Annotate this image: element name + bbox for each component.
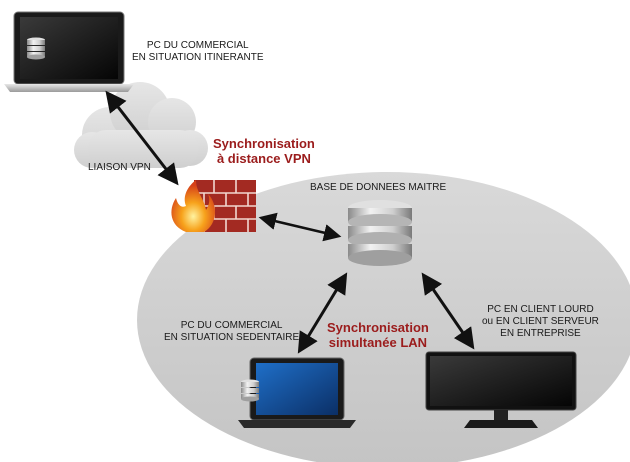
vpn-double-arrow [105, 90, 179, 186]
label-line: EN SITUATION SEDENTAIRE [164, 332, 300, 343]
label-sync-lan: Synchronisation simultanée LAN [327, 320, 429, 350]
laptop-icon [4, 11, 134, 92]
firewall-db-double-arrow [258, 212, 342, 242]
label-line: Synchronisation [327, 320, 429, 335]
label-line: ou EN CLIENT SERVEUR [482, 316, 599, 327]
label-pc-sedentary: PC DU COMMERCIAL EN SITUATION SEDENTAIRE [164, 320, 299, 344]
label-line: EN ENTREPRISE [500, 328, 581, 339]
label-line: Synchronisation [213, 136, 315, 151]
firewall-icon [171, 180, 256, 232]
db-monitor-double-arrow [421, 272, 475, 350]
label-pc-client: PC EN CLIENT LOURD ou EN CLIENT SERVEUR … [482, 304, 599, 340]
label-master-db: BASE DE DONNEES MAITRE [310, 182, 447, 193]
database-icon [348, 200, 412, 266]
label-sync-vpn: Synchronisation à distance VPN [213, 136, 315, 166]
label-line: PC DU COMMERCIAL [146, 40, 249, 51]
label-vpn-link: LIAISON VPN [88, 162, 151, 173]
db-laptop-double-arrow [297, 272, 348, 354]
laptop-sedentary-icon [238, 357, 356, 428]
label-pc-itinerant: PC DU COMMERCIAL EN SITUATION ITINERANTE [132, 40, 264, 64]
flame-icon [171, 180, 216, 232]
label-line: simultanée LAN [328, 335, 428, 350]
label-line: EN SITUATION ITINERANTE [132, 52, 264, 63]
cloud-icon [74, 82, 208, 168]
monitor-icon [425, 351, 577, 428]
label-line: à distance VPN [216, 151, 311, 166]
label-line: PC DU COMMERCIAL [180, 320, 283, 331]
label-line: PC EN CLIENT LOURD [487, 304, 594, 315]
